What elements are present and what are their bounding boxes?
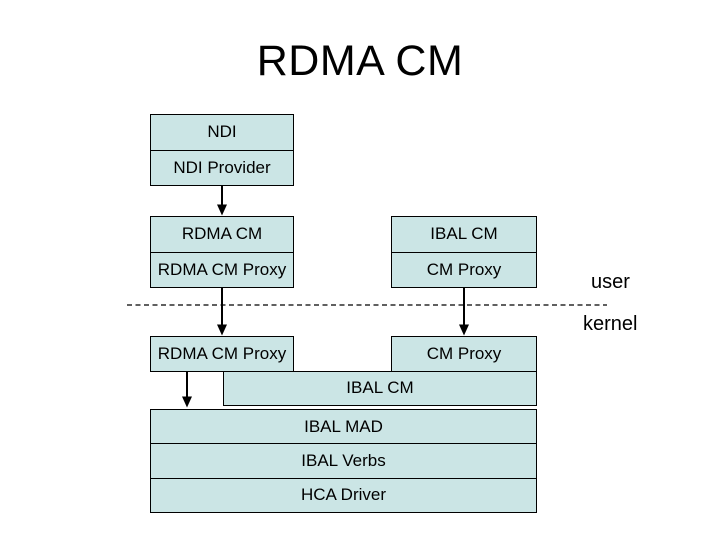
arrow-rdma-cm-proxy-user-to-kernel (217, 288, 227, 336)
box-ibal-verbs: IBAL Verbs (151, 443, 536, 477)
arrow-rdma-cm-proxy-to-ibal-mad (182, 372, 192, 408)
box-hca-driver: HCA Driver (151, 477, 536, 512)
box-ndi-provider: NDI Provider (151, 149, 293, 186)
box-ndi: NDI (207, 122, 237, 142)
slide-title: RDMA CM (256, 37, 464, 85)
box-ibal-cm-user: IBAL CM (430, 224, 498, 244)
arrow-ndi-to-rdma-cm (217, 186, 227, 216)
ibal-cm-user-stack: IBAL CM CM Proxy (391, 216, 537, 288)
box-rdma-cm-proxy-user: RDMA CM Proxy (151, 251, 293, 288)
user-space-label: user (591, 271, 630, 293)
kernel-space-label: kernel (583, 313, 638, 335)
box-cm-proxy-user: CM Proxy (392, 251, 536, 288)
box-rdma-cm-proxy-kernel: RDMA CM Proxy (150, 336, 294, 372)
arrow-cm-proxy-user-to-kernel (459, 288, 469, 336)
box-rdma-cm-user: RDMA CM (181, 224, 263, 244)
box-ibal-cm-kernel: IBAL CM (223, 370, 537, 406)
rdma-cm-user-stack: RDMA CM RDMA CM Proxy (150, 216, 294, 288)
box-cm-proxy-kernel: CM Proxy (391, 336, 537, 372)
box-ibal-mad: IBAL MAD (304, 416, 383, 436)
ndi-stack: NDI NDI Provider (150, 114, 294, 186)
ibal-driver-stack: IBAL MAD IBAL Verbs HCA Driver (150, 409, 537, 513)
